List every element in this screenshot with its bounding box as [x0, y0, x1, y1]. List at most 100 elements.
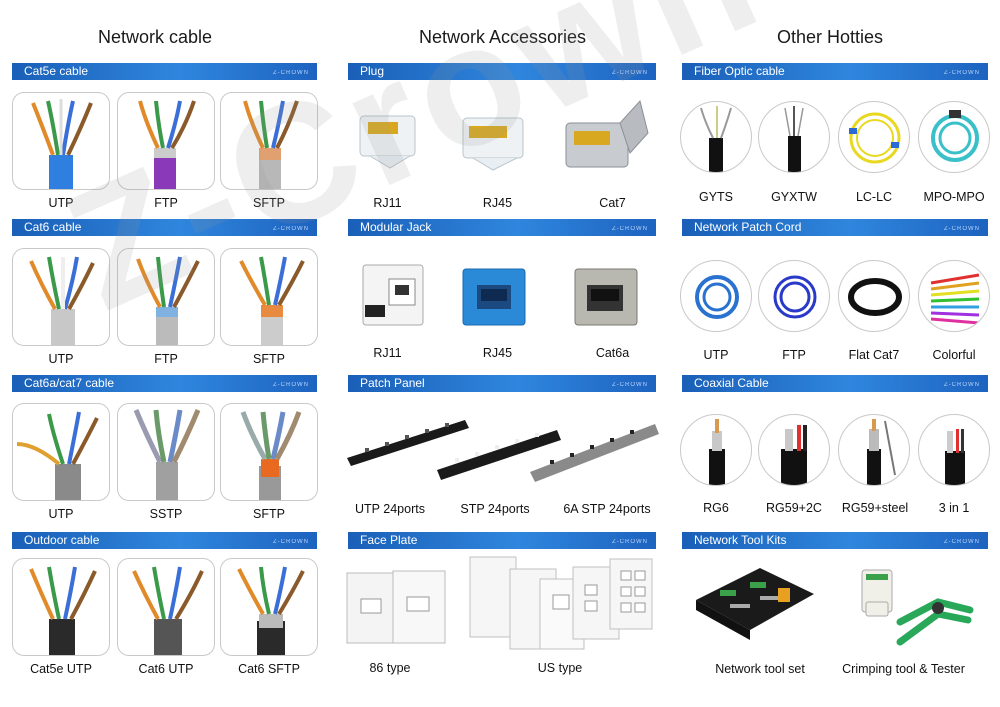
product-label: UTP: [48, 196, 74, 210]
section-bar-plug: Plug Z-CROWN: [348, 63, 656, 80]
product-tile-cat5e-ftp[interactable]: [117, 92, 215, 190]
product-label: FTP: [782, 348, 806, 362]
product-tile-rg59-steel[interactable]: [838, 414, 910, 486]
cable-sftp-image: [243, 100, 299, 189]
section-title: Network Patch Cord: [694, 220, 802, 234]
cable-utp-image: [29, 256, 95, 345]
product-label: GYXTW: [771, 190, 817, 204]
product-tile-gyxtw[interactable]: [758, 101, 830, 173]
product-label: SSTP: [149, 507, 183, 521]
product-label: UTP 24ports: [355, 502, 425, 516]
product-tile-cat6-utp[interactable]: [12, 248, 110, 346]
section-title: Cat6a/cat7 cable: [24, 376, 115, 390]
product-label: RJ45: [482, 346, 513, 360]
product-tile-rg59-2c[interactable]: [758, 414, 830, 486]
section-bar-modular-jack: Modular Jack Z-CROWN: [348, 219, 656, 236]
product-tile-cat6-ftp[interactable]: [117, 248, 215, 346]
bar-brand: Z-CROWN: [273, 539, 309, 545]
product-tile-cat5e-sftp[interactable]: [220, 92, 318, 190]
cable-ftp-image: [136, 256, 200, 345]
product-label: RG59+2C: [766, 501, 822, 515]
section-bar-outdoor: Outdoor cable Z-CROWN: [12, 532, 317, 549]
product-label: US type: [537, 661, 583, 675]
rj45-jack-image: [462, 268, 526, 326]
patch-cord-image: [773, 275, 817, 319]
section-bar-cat5e: Cat5e cable Z-CROWN: [12, 63, 317, 80]
face-plates-image: [346, 556, 653, 650]
product-label: FTP: [154, 196, 178, 210]
cable-outdoor-image: [29, 566, 97, 655]
section-title: Cat5e cable: [24, 64, 89, 78]
product-tile-patch-ftp[interactable]: [758, 260, 830, 332]
patch-cord-image: [695, 275, 739, 319]
product-label: SFTP: [253, 196, 285, 210]
product-label: RG59+steel: [841, 501, 909, 515]
product-label: Cat5e UTP: [30, 662, 92, 676]
product-label: MPO-MPO: [923, 190, 985, 204]
rj11-plug-image: [359, 115, 416, 169]
product-label: SFTP: [253, 507, 285, 521]
bar-brand: Z-CROWN: [273, 226, 309, 232]
product-tile-outdoor-cat5e-utp[interactable]: [12, 558, 110, 656]
product-label: SFTP: [253, 352, 285, 366]
product-tile-lc-lc[interactable]: [838, 101, 910, 173]
product-label: Cat6 UTP: [138, 662, 194, 676]
bar-brand: Z-CROWN: [273, 70, 309, 76]
product-tile-cat6a-utp[interactable]: [12, 403, 110, 501]
cable-sftp-image: [239, 256, 305, 345]
cable-outdoor-image: [237, 566, 305, 655]
product-label: RG6: [703, 501, 729, 515]
product-tile-flat-cat7[interactable]: [838, 260, 910, 332]
column-title-other-hotties: Other Hotties: [776, 27, 884, 47]
product-label: UTP: [48, 352, 74, 366]
product-tile-outdoor-cat6-utp[interactable]: [117, 558, 215, 656]
product-label: Crimping tool & Tester: [842, 662, 965, 676]
product-tile-mpo-mpo[interactable]: [918, 101, 990, 173]
product-tile-gyts[interactable]: [680, 101, 752, 173]
product-tile-patch-utp[interactable]: [680, 260, 752, 332]
bar-brand: Z-CROWN: [612, 70, 648, 76]
cable-sstp-image: [133, 409, 201, 500]
bar-brand: Z-CROWN: [612, 382, 648, 388]
coax-cable-image: [945, 429, 965, 485]
section-title: Coaxial Cable: [694, 376, 769, 390]
fiber-patch-image: [931, 110, 979, 162]
product-tile-colorful[interactable]: [918, 260, 990, 332]
product-tile-cat6-sftp[interactable]: [220, 248, 318, 346]
bar-brand: Z-CROWN: [612, 226, 648, 232]
product-label: Colorful: [932, 348, 976, 362]
product-tile-3in1[interactable]: [918, 414, 990, 486]
product-tile-cat5e-utp[interactable]: [12, 92, 110, 190]
rj11-jack-image: [362, 264, 424, 326]
cable-sftp-image: [240, 411, 302, 500]
section-title: Plug: [360, 64, 385, 78]
section-title: Modular Jack: [360, 220, 432, 234]
product-tile-outdoor-cat6-sftp[interactable]: [220, 558, 318, 656]
bar-brand: Z-CROWN: [944, 382, 980, 388]
section-title: Fiber Optic cable: [694, 64, 785, 78]
product-tile-cat6a-sstp[interactable]: [117, 403, 215, 501]
rj45-plug-image: [462, 117, 524, 171]
product-tile-cat6a-sftp[interactable]: [220, 403, 318, 501]
product-label: RJ45: [482, 196, 513, 210]
column-title-network-accessories: Network Accessories: [418, 27, 587, 47]
bar-brand: Z-CROWN: [944, 226, 980, 232]
product-label: FTP: [154, 352, 178, 366]
bar-brand: Z-CROWN: [273, 382, 309, 388]
product-label: RJ11: [373, 346, 402, 360]
cable-ftp-image: [138, 100, 196, 189]
product-tile-rg6[interactable]: [680, 414, 752, 486]
bar-brand: Z-CROWN: [612, 539, 648, 545]
section-title: Outdoor cable: [24, 533, 100, 547]
cable-utp-image: [31, 99, 93, 189]
product-label: Cat6 SFTP: [238, 662, 300, 676]
product-label: STP 24ports: [460, 502, 530, 516]
product-label: Network tool set: [715, 662, 805, 676]
coax-cable-image: [709, 419, 725, 485]
product-label: UTP: [703, 348, 729, 362]
tool-set-image: [696, 568, 814, 640]
